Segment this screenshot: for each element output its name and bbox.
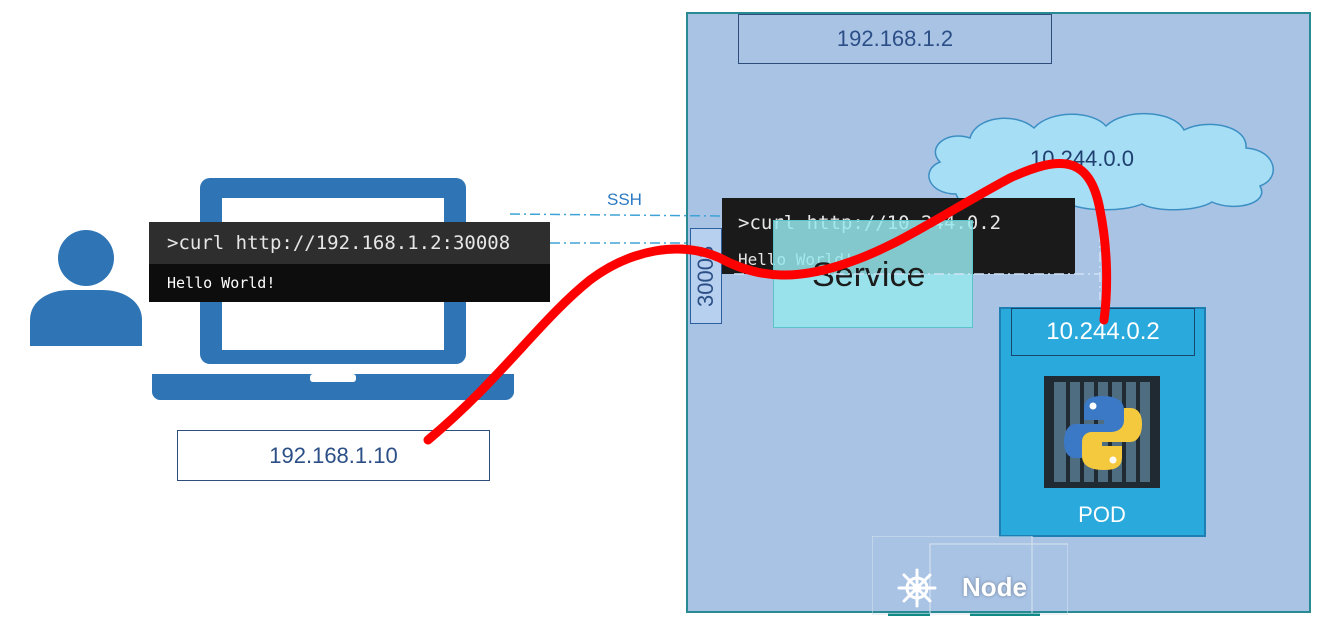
kubernetes-wheel-icon: [897, 568, 937, 608]
node-label: Node: [962, 572, 1027, 602]
traffic-path: [423, 159, 1112, 445]
client-terminal-command: >curl http://192.168.1.2:30008: [149, 222, 550, 264]
pod-label: POD: [1078, 502, 1126, 527]
python-container-icon: [1044, 376, 1160, 488]
node-label-tab: [872, 536, 1068, 616]
client-ip-label: 192.168.1.10: [177, 430, 490, 481]
ssh-label: SSH: [607, 190, 642, 209]
service-to-pod-dashed-line: [734, 212, 1101, 300]
node-ip-label: 192.168.1.2: [738, 14, 1052, 64]
user-icon: [30, 230, 142, 346]
ssh-dashed-line: [509, 213, 723, 244]
node-port-box: [690, 228, 722, 324]
service-label: Service: [812, 256, 926, 294]
client-terminal-output: Hello World!: [149, 264, 550, 302]
